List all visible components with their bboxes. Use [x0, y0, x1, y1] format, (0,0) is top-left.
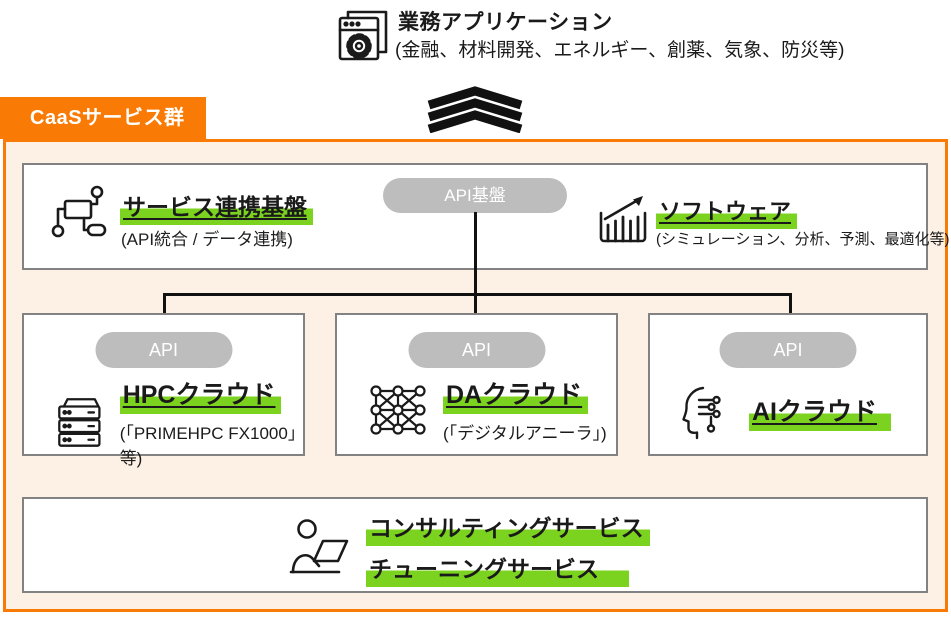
workflow-icon [51, 185, 107, 238]
hpc-cloud-subtitle: (「PRIMEHPC FX1000」等) [119, 424, 297, 468]
hpc-api-pill: API [95, 332, 232, 368]
chart-growth-icon [599, 196, 647, 243]
business-app-title: 業務アプリケーション [398, 11, 613, 34]
person-laptop-icon [289, 519, 349, 574]
services-box: コンサルティングサービス チューニングサービス [22, 497, 928, 593]
ai-api-pill: API [719, 332, 857, 368]
network-graph-icon [370, 384, 426, 435]
connector-horizontal-branch [163, 293, 792, 296]
up-chevrons-icon [427, 86, 523, 133]
da-cloud-subtitle: (「デジタルアニーラ」) [443, 424, 607, 443]
software-title: ソフトウェア [656, 194, 798, 229]
platform-title: サービス連携基盤 [120, 188, 313, 225]
da-cloud-title: DAクラウド [443, 375, 589, 414]
ai-head-icon [682, 386, 721, 440]
hpc-cloud-title: HPCクラウド [119, 375, 282, 414]
da-cloud-box: API DAクラウド (「デジタルアニーラ」) [335, 313, 618, 456]
tuning-service-label: チューニングサービス [366, 550, 629, 587]
consulting-service-label: コンサルティングサービス [366, 509, 650, 546]
platform-subtitle: (API統合 / データ連携) [121, 230, 293, 249]
caas-group-label: CaaSサービス群 [0, 97, 206, 139]
platform-title-wrap: サービス連携基盤 [120, 188, 313, 225]
hpc-cloud-box: API HPCクラウド (「PRIMEHPC FX1000」等) [22, 313, 305, 468]
software-title-wrap: ソフトウェア [656, 194, 798, 229]
connector-vertical-center-top [474, 212, 477, 295]
business-app-subtitle: (金融、材料開発、エネルギー、創薬、気象、防災等) [395, 40, 845, 61]
software-subtitle: (シミュレーション、分析、予測、最適化等) [656, 231, 950, 248]
ai-cloud-box: API AIクラウド [648, 313, 928, 456]
server-icon [58, 398, 101, 447]
business-app-window-gear-icon [338, 10, 388, 61]
da-api-pill: API [408, 332, 545, 368]
api-foundation-pill: API基盤 [383, 178, 567, 213]
ai-cloud-title: AIクラウド [749, 391, 892, 431]
